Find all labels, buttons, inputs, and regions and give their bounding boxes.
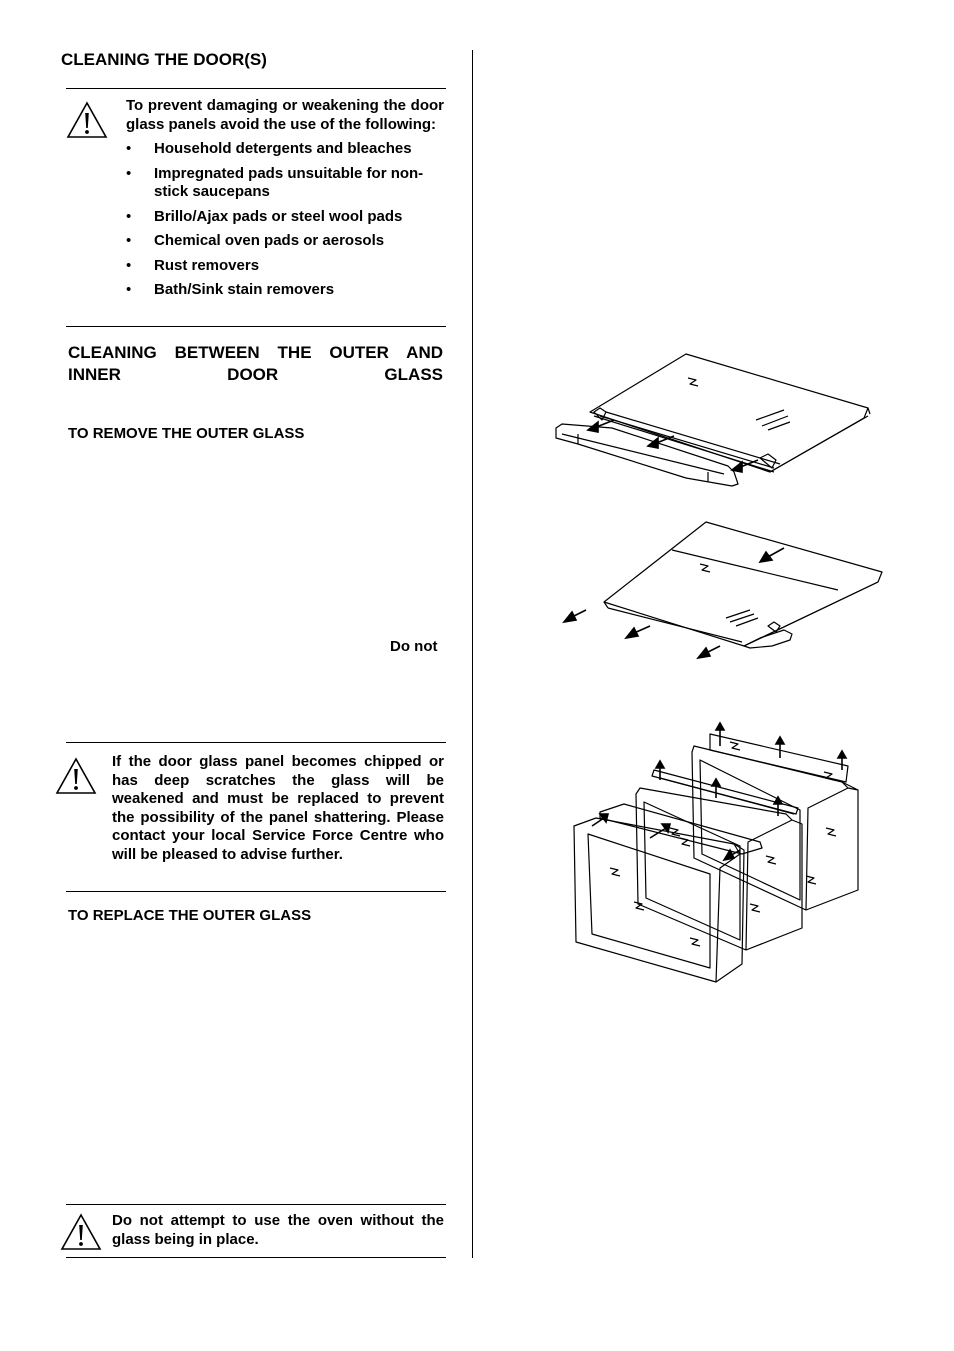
warning-triangle-icon — [55, 757, 97, 795]
warning1-box: To prevent damaging or weakening the doo… — [126, 97, 444, 300]
warning3-bottom-rule — [66, 1257, 446, 1258]
warning-triangle-icon — [66, 101, 108, 139]
list-item: Household detergents and bleaches — [126, 140, 444, 159]
replace-outer-glass-title: TO REPLACE THE OUTER GLASS — [68, 907, 312, 924]
glass-removal-illustration — [560, 518, 890, 666]
warning1-bottom-rule — [66, 326, 446, 327]
warning-triangle-icon — [60, 1213, 102, 1251]
warning1-top-rule — [66, 88, 446, 89]
warning3-text: Do not attempt to use the oven without t… — [112, 1212, 444, 1248]
warning3-top-rule — [66, 1204, 446, 1205]
warning2-text: If the door glass panel becomes chipped … — [112, 753, 444, 863]
subsection-title: CLEANING BETWEEN THE OUTER AND INNER DOO… — [68, 343, 443, 384]
do-not-text: Do not — [390, 638, 438, 655]
avoid-list: Household detergents and bleaches Impreg… — [126, 140, 444, 300]
list-item: Bath/Sink stain removers — [126, 281, 444, 300]
list-item: Rust removers — [126, 257, 444, 276]
warning1-text: To prevent damaging or weakening the doo… — [126, 97, 444, 133]
warning2-top-rule — [66, 742, 446, 743]
column-divider — [472, 50, 473, 1258]
section-title: CLEANING THE DOOR(S) — [61, 50, 267, 69]
door-trim-removal-illustration — [548, 350, 878, 495]
list-item: Impregnated pads unsuitable for non-stic… — [126, 165, 444, 202]
warning2-bottom-rule — [66, 891, 446, 892]
door-layers-exploded-illustration — [570, 718, 862, 986]
list-item: Chemical oven pads or aerosols — [126, 232, 444, 251]
list-item: Brillo/Ajax pads or steel wool pads — [126, 208, 444, 227]
remove-outer-glass-title: TO REMOVE THE OUTER GLASS — [68, 425, 305, 442]
